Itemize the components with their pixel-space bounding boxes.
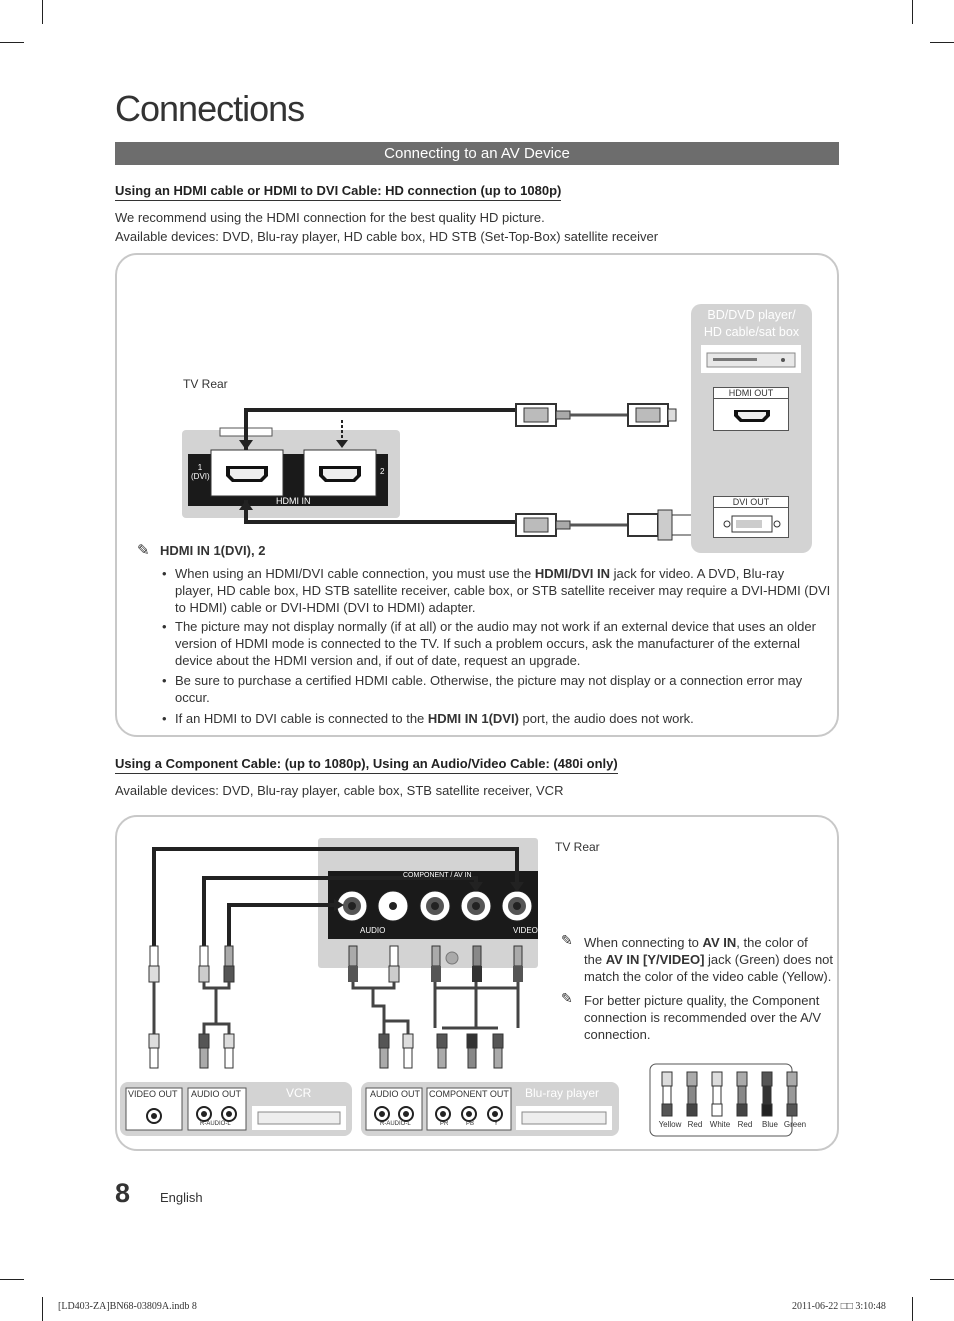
video-label: VIDEO bbox=[513, 926, 538, 935]
video-out-label: VIDEO OUT bbox=[128, 1089, 178, 1099]
crop-mark bbox=[912, 0, 913, 24]
crop-mark bbox=[0, 1279, 24, 1280]
hdmi-plug-dvi-cable bbox=[515, 513, 571, 537]
hdmi-bullet-3: • Be sure to purchase a certified HDMI c… bbox=[162, 673, 803, 705]
tv-rear-label: TV Rear bbox=[183, 377, 228, 391]
port2-label: 2 bbox=[380, 467, 385, 476]
crop-mark bbox=[0, 42, 24, 43]
language-label: English bbox=[160, 1190, 203, 1205]
y-label: Y bbox=[494, 1121, 499, 1127]
color-label: White bbox=[709, 1120, 731, 1129]
section-title-bar: Connecting to an AV Device bbox=[115, 142, 839, 165]
print-file-label: [LD403-ZA]BN68-03809A.indb 8 bbox=[58, 1301, 197, 1312]
vcr-r-audio-l-label: R-AUDIO-L bbox=[200, 1121, 231, 1127]
vcr-label: VCR bbox=[286, 1086, 312, 1100]
hdmi-bullet-2: • The picture may not display normally (… bbox=[162, 619, 816, 668]
dvi-plug bbox=[627, 509, 693, 541]
note-icon: ✎ bbox=[561, 932, 573, 948]
hdmi-section-heading: Using an HDMI cable or HDMI to DVI Cable… bbox=[115, 183, 562, 201]
crop-mark bbox=[930, 42, 954, 43]
component-intro: Available devices: DVD, Blu-ray player, … bbox=[115, 783, 564, 798]
color-label: Blue bbox=[761, 1120, 778, 1129]
print-timestamp: 2011-06-22 □□ 3:10:48 bbox=[792, 1301, 886, 1312]
crop-mark bbox=[42, 1297, 43, 1321]
port1-label: 1 (DVI) bbox=[191, 463, 210, 481]
crop-mark bbox=[930, 1279, 954, 1280]
hdmi-bullet-1: • When using an HDMI/DVI cable connectio… bbox=[162, 566, 831, 615]
tv-rear-label-2: TV Rear bbox=[555, 840, 600, 854]
component-note-1: When connecting to AV IN, the color of t… bbox=[584, 935, 834, 984]
pb-label: PB bbox=[466, 1121, 475, 1127]
audio-label: AUDIO bbox=[360, 926, 386, 935]
hdmi-bullet-4: • If an HDMI to DVI cable is connected t… bbox=[162, 711, 694, 726]
hdmi-intro-line2: Available devices: DVD, Blu-ray player, … bbox=[115, 229, 659, 244]
crop-mark bbox=[912, 1297, 913, 1321]
vcr-audio-out-label: AUDIO OUT bbox=[191, 1089, 242, 1099]
component-connection-diagram bbox=[120, 838, 798, 1137]
color-label: Yellow bbox=[658, 1120, 682, 1129]
dvi-out-port-box: DVI OUT bbox=[713, 496, 789, 538]
hdmi-plug-left bbox=[515, 403, 571, 427]
hdmi-in-label: HDMI IN bbox=[276, 496, 311, 506]
bluray-label: Blu-ray player bbox=[525, 1086, 600, 1100]
hdmi-intro-line1: We recommend using the HDMI connection f… bbox=[115, 210, 545, 225]
color-label: Red bbox=[687, 1120, 703, 1129]
component-out-label: COMPONENT OUT bbox=[429, 1089, 509, 1099]
hdmi-port-1-frame bbox=[210, 449, 284, 497]
crop-mark bbox=[42, 0, 43, 24]
page-title: Connections bbox=[115, 88, 305, 129]
bd-player-icon bbox=[701, 345, 801, 373]
note-icon: ✎ bbox=[137, 542, 150, 559]
component-note-2: For better picture quality, the Componen… bbox=[584, 993, 822, 1042]
hdmi-connection-diagram bbox=[182, 403, 693, 541]
component-section-heading: Using a Component Cable: (up to 1080p), … bbox=[115, 756, 618, 774]
hdmi-out-port-box: HDMI OUT bbox=[713, 387, 789, 431]
color-label: Red bbox=[737, 1120, 753, 1129]
source-device-label: BD/DVD player/ HD cable/sat box bbox=[703, 308, 800, 339]
bluray-r-audio-l-label: R-AUDIO-L bbox=[380, 1121, 411, 1127]
note-icon: ✎ bbox=[561, 990, 573, 1006]
bluray-audio-out-label: AUDIO OUT bbox=[370, 1089, 421, 1099]
color-label: Green bbox=[783, 1120, 807, 1129]
component-av-in-label: COMPONENT / AV IN bbox=[403, 872, 472, 879]
hdmi-note-title: HDMI IN 1(DVI), 2 bbox=[160, 543, 266, 558]
hdmi-cable-line bbox=[244, 408, 516, 450]
page-number: 8 bbox=[115, 1178, 131, 1208]
pr-label: PR bbox=[440, 1121, 449, 1127]
hdmi-plug-right bbox=[627, 403, 677, 427]
